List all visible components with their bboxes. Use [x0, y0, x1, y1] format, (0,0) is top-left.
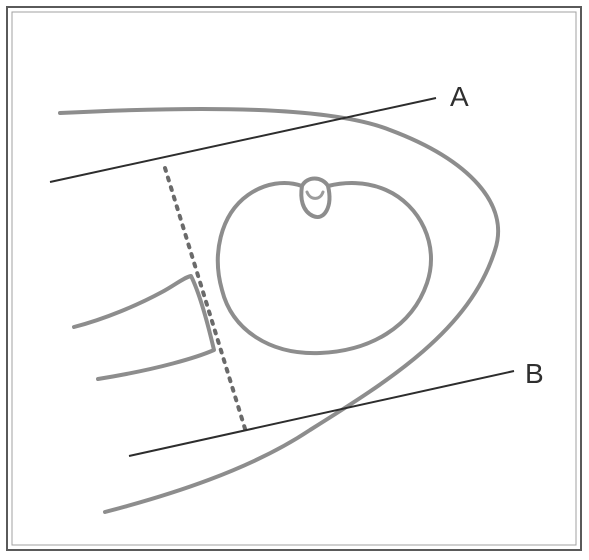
label-a: A [450, 81, 469, 112]
inner-frame [11, 11, 577, 546]
line-a [49, 97, 437, 183]
label-b: B [525, 358, 544, 389]
inner-contour [215, 181, 433, 356]
dotted-distance-line [163, 166, 248, 434]
lower-left-profile [72, 274, 216, 381]
line-b [128, 370, 515, 457]
outer-frame [6, 6, 582, 551]
top-notch-inner [305, 190, 325, 200]
outer-curve [58, 106, 501, 514]
